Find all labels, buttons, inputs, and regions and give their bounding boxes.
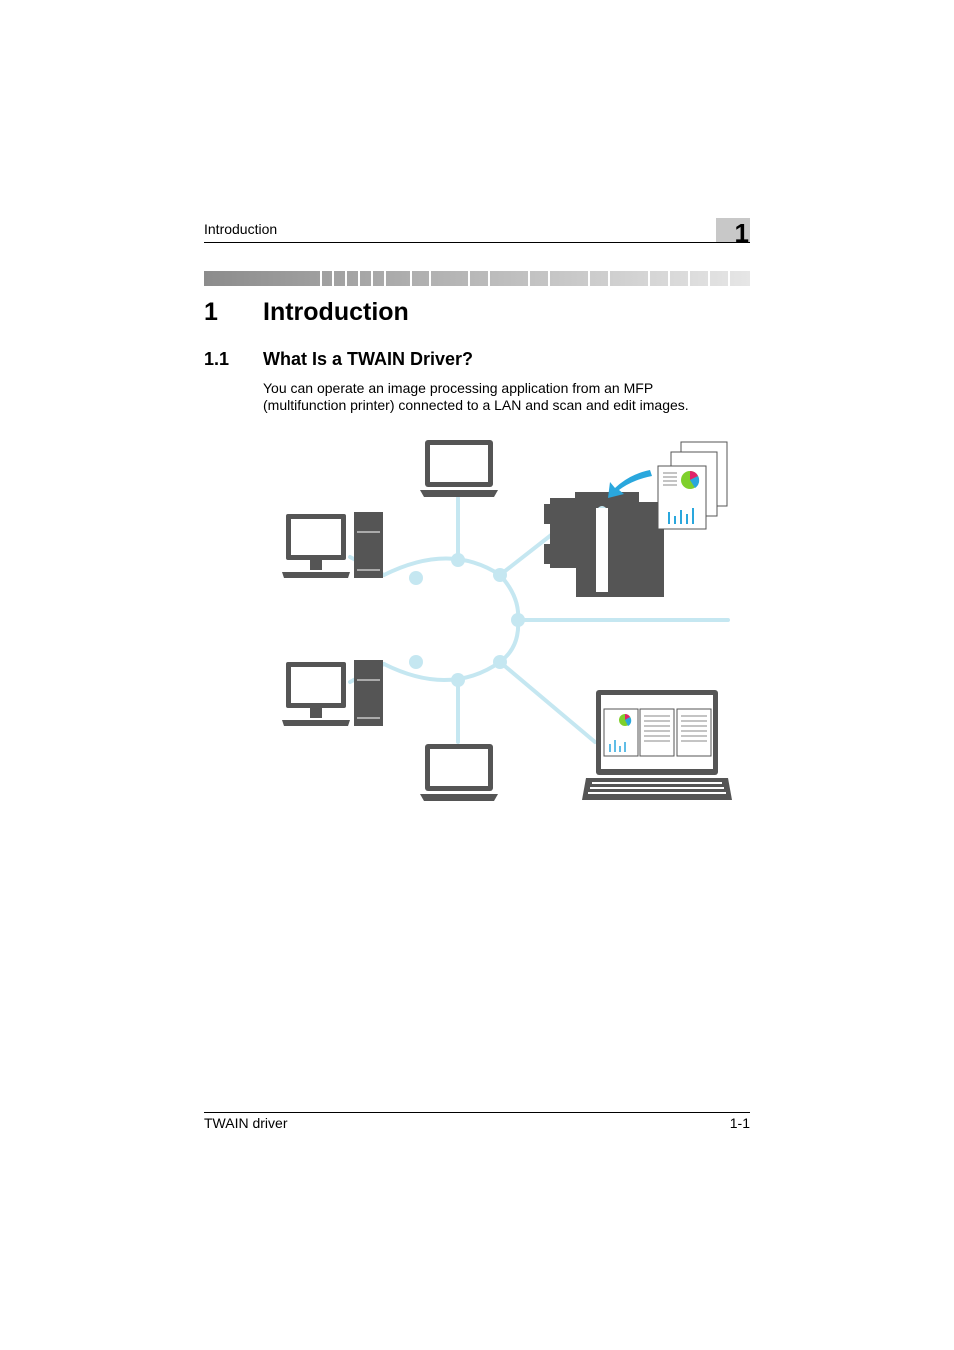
decorative-band	[204, 271, 750, 286]
desktop-computer-icon	[282, 660, 383, 726]
body-line: You can operate an image processing appl…	[263, 380, 654, 396]
footer-rule	[204, 1112, 750, 1113]
mfp-printer-icon	[544, 492, 664, 597]
section-heading-title: What Is a TWAIN Driver?	[263, 349, 474, 369]
chapter-heading-number: 1	[204, 298, 218, 326]
body-line: (multifunction printer) connected to a L…	[263, 397, 689, 413]
header-rule	[204, 242, 750, 243]
laptop-with-documents-icon	[582, 690, 732, 800]
network-nodes	[409, 553, 525, 687]
footer-page-number: 1-1	[729, 1115, 750, 1131]
scan-arrow-icon	[608, 470, 652, 498]
desktop-computer-icon	[282, 512, 383, 578]
network-illustration	[282, 440, 732, 801]
chapter-tab-number: 1	[734, 218, 749, 248]
running-header-title: Introduction	[204, 221, 278, 237]
chapter-heading-title: Introduction	[263, 298, 409, 326]
chapter-tab: 1	[716, 218, 750, 248]
footer-document-title: TWAIN driver	[204, 1115, 288, 1131]
laptop-icon	[420, 440, 498, 497]
body-paragraph: You can operate an image processing appl…	[263, 380, 743, 414]
section-heading-number: 1.1	[204, 349, 230, 369]
laptop-icon	[420, 744, 498, 801]
document-stack-icon	[657, 441, 728, 530]
